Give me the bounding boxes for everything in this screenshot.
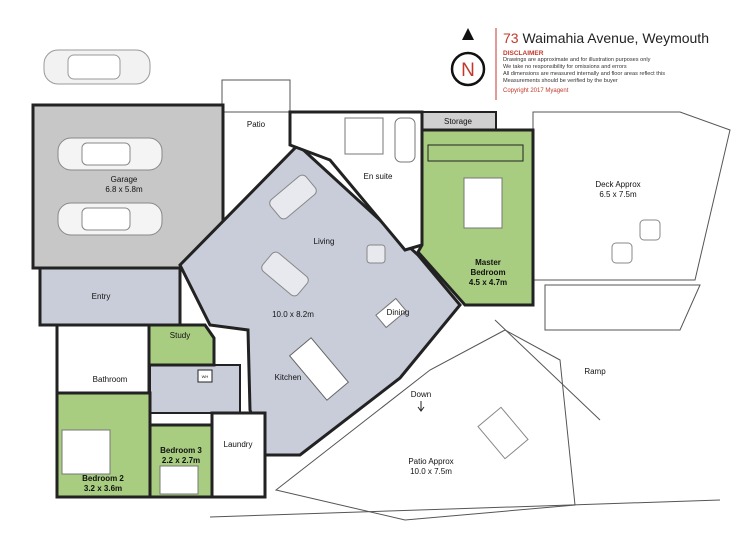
patio-outline xyxy=(221,79,291,113)
car-icon xyxy=(57,137,163,236)
storage-name: Storage xyxy=(444,117,473,126)
sofa-icon xyxy=(261,174,386,297)
ramp-name: Ramp xyxy=(584,367,606,376)
kitchen-name: Kitchen xyxy=(275,373,302,382)
wh-cupboard xyxy=(197,369,213,383)
master-bedroom: Master Bedroom 4.5 x 4.7m xyxy=(416,128,535,307)
disclaimer-line: All dimensions are measured internally a… xyxy=(503,71,665,77)
disclaimer-line: Drawings are approximate and for illustr… xyxy=(503,57,651,63)
wardrobe xyxy=(427,144,524,162)
ensuite-name: En suite xyxy=(364,172,393,181)
bedroom2-name: Bedroom 2 xyxy=(82,474,124,483)
bedroom3-dims: 2.2 x 2.7m xyxy=(162,456,200,465)
bathroom: Bathroom xyxy=(55,323,151,395)
laundry-floor xyxy=(210,411,267,499)
patio-name: Patio xyxy=(247,120,266,129)
kitchen-island-icon xyxy=(288,337,350,401)
patio-approx-dims: 10.0 x 7.5m xyxy=(410,467,452,476)
bathroom-name: Bathroom xyxy=(93,375,128,384)
laundry: Laundry xyxy=(210,411,267,499)
dining-name: Dining xyxy=(387,308,410,317)
bedroom2-dims: 3.2 x 3.6m xyxy=(84,484,122,493)
hallway: WH xyxy=(149,364,241,414)
entry-floor xyxy=(38,266,182,327)
bathroom-floor xyxy=(55,323,151,395)
living-area: Living 10.0 x 8.2m Dining Kitchen xyxy=(178,142,462,457)
entry-name: Entry xyxy=(92,292,111,301)
master-name2: Bedroom xyxy=(470,268,505,277)
boundary-line xyxy=(209,499,721,518)
living-dims: 10.0 x 8.2m xyxy=(272,310,314,319)
down-name: Down xyxy=(411,390,431,399)
hall-floor xyxy=(149,364,241,414)
master-name: Master xyxy=(475,258,501,267)
garage-name: Garage xyxy=(111,175,138,184)
bed-icon xyxy=(159,465,199,495)
car-icon xyxy=(43,49,151,85)
laundry-name: Laundry xyxy=(224,440,253,449)
master-dims: 4.5 x 4.7m xyxy=(469,278,507,287)
patio-approx-outline xyxy=(274,329,576,521)
bed-icon xyxy=(463,177,503,229)
bedroom-3: Bedroom 3 2.2 x 2.7m xyxy=(148,423,214,499)
arrow-down-icon xyxy=(417,401,425,412)
wh-label: WH xyxy=(202,374,209,379)
disclaimer-title: DISCLAIMER xyxy=(503,50,544,57)
garage: Garage 6.8 x 5.8m xyxy=(31,103,225,270)
ensuite-block: Storage En suite xyxy=(288,110,497,252)
bathtub-icon xyxy=(394,117,416,163)
address-street: Waimahia Avenue, Weymouth xyxy=(522,30,709,46)
compass-icon: N xyxy=(450,28,486,87)
shower-icon xyxy=(344,117,384,155)
garage-floor xyxy=(31,103,225,270)
copyright: Copyright 2017 Myagent xyxy=(503,88,569,94)
header: 73 Waimahia Avenue, Weymouth DISCLAIMER … xyxy=(503,30,743,94)
garage-dims: 6.8 x 5.8m xyxy=(105,185,143,194)
dining-table-icon xyxy=(375,297,407,329)
compass-letter: N xyxy=(461,60,475,81)
bed-icon xyxy=(61,429,111,475)
bedroom-2: Bedroom 2 3.2 x 3.6m xyxy=(55,391,152,499)
study-name: Study xyxy=(170,331,190,340)
disclaimer-line: We take no responsibility for omissions … xyxy=(503,64,627,70)
address-title: 73 Waimahia Avenue, Weymouth xyxy=(503,30,743,46)
address-number: 73 xyxy=(503,30,519,46)
ramp-outline xyxy=(544,284,701,331)
deck-dims: 6.5 x 7.5m xyxy=(599,190,637,199)
ramp-edge xyxy=(494,319,601,421)
deck-name: Deck Approx xyxy=(595,180,640,189)
living-name: Living xyxy=(314,237,335,246)
bedroom3-name: Bedroom 3 xyxy=(160,446,202,455)
patio-approx-name: Patio Approx xyxy=(408,457,453,466)
disclaimer-line: Measurements should be verified by the b… xyxy=(503,78,618,84)
outdoor-table-icon xyxy=(477,219,661,460)
ensuite-floor xyxy=(288,110,424,252)
entry: Entry xyxy=(38,266,182,327)
